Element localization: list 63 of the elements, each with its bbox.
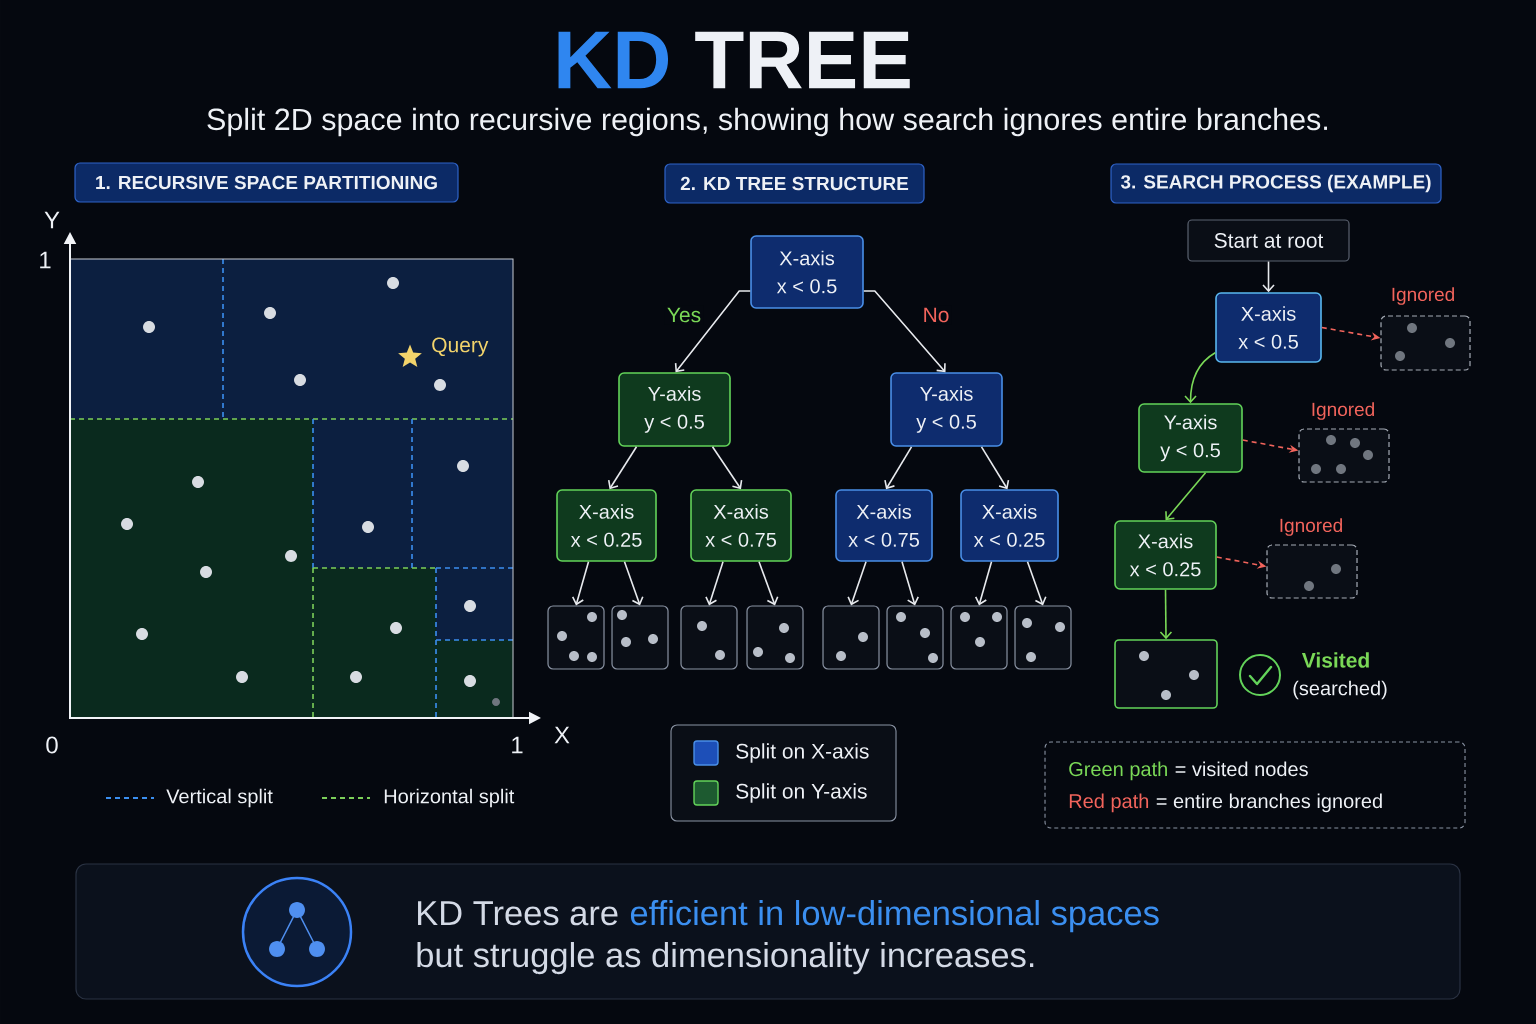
start-box: Start at root: [1187, 219, 1350, 262]
title: KD TREE: [558, 31, 910, 89]
split-node: Y-axis y < 0.5: [1138, 403, 1243, 473]
note-text: Green path: [1069, 761, 1167, 781]
split-node: X-axis x < 0.25: [556, 489, 657, 562]
arrow: [1165, 472, 1207, 521]
arrow: [674, 290, 751, 373]
split-node: X-axis x < 0.75: [835, 489, 933, 562]
leaf-box: [822, 605, 880, 670]
section-header: 1. RECURSIVE SPACE PARTITIONING: [74, 162, 459, 203]
section-header: 2. KD TREE STRUCTURE: [664, 163, 925, 204]
leaf-box: [547, 605, 605, 670]
tick-label: 0: [46, 736, 58, 754]
leaf-box: [886, 605, 944, 670]
leaf-box: [950, 605, 1008, 670]
arrow: [705, 561, 724, 606]
legend-text: Split on X-axis: [736, 743, 869, 763]
summary-text: but struggle as dimensionality increases.: [417, 942, 1034, 975]
split-node: X-axis x < 0.25: [1114, 520, 1217, 590]
arrow: [980, 446, 1010, 490]
arrow: [884, 446, 913, 490]
arrow: [607, 446, 638, 490]
axis-label: X: [554, 726, 570, 744]
split-node: X-axis x < 0.5: [750, 235, 864, 309]
split-node: Y-axis y < 0.5: [890, 372, 1003, 447]
split-node: X-axis x < 0.5: [1215, 292, 1322, 363]
arrow: [623, 561, 644, 606]
axis-label: Y: [44, 211, 60, 229]
summary-text: KD Trees are: [418, 901, 618, 926]
tick-label: 1: [40, 251, 51, 269]
legend-text: Split on Y-axis: [736, 783, 867, 803]
arrow: [758, 561, 779, 606]
leaf-box: [680, 605, 738, 670]
split-node: Y-axis y < 0.5: [618, 372, 731, 447]
arrow: [1026, 561, 1047, 606]
arrow: [1159, 589, 1173, 640]
legend-text: Vertical split: [166, 788, 273, 808]
arrow: [1262, 260, 1275, 293]
leaf-box: [1014, 605, 1072, 670]
tick-label: 1: [512, 736, 523, 754]
status-text: (searched): [1293, 680, 1387, 700]
branch-label: Ignored: [1392, 287, 1454, 305]
subtitle: Split 2D space into recursive regions, showing how search ignores entire branches.: [207, 107, 1327, 137]
arrow: [974, 561, 993, 606]
note-text: = entire branches ignored: [1156, 793, 1382, 813]
arrow: [1184, 352, 1216, 404]
leaf-box: [611, 605, 669, 670]
note-text: Red path: [1069, 793, 1149, 813]
branch-label: Ignored: [1312, 402, 1374, 420]
arrow: [571, 561, 590, 606]
status-text: Visited: [1301, 652, 1369, 668]
note-text: = visited nodes: [1175, 761, 1308, 777]
arrow: [863, 290, 946, 373]
summary-text: efficient in low-dimensional spaces: [630, 900, 1159, 933]
split-node: X-axis x < 0.75: [690, 489, 792, 562]
legend-text: Horizontal split: [384, 788, 515, 808]
split-node: X-axis x < 0.25: [960, 489, 1059, 562]
arrow: [901, 561, 920, 606]
arrow: [847, 561, 867, 606]
branch-label: Ignored: [1280, 518, 1342, 536]
section-header: 3. SEARCH PROCESS (EXAMPLE): [1110, 163, 1442, 204]
leaf-box: [746, 605, 804, 670]
arrow: [711, 446, 743, 490]
